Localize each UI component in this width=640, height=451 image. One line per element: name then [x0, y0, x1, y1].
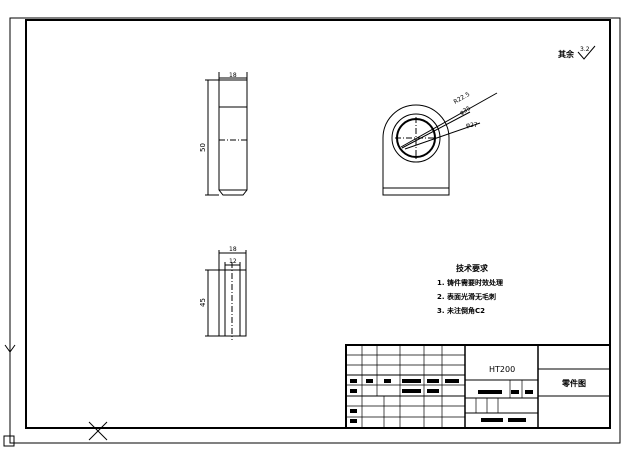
- tech-req-item-3: 3. 未注倒角C2: [437, 306, 485, 315]
- title-block: [345, 344, 611, 429]
- bottom-view: [205, 250, 247, 340]
- technical-requirements: 技术要求 1. 铸件需要时效处理 2. 表面光滑无毛刺 3. 未注倒角C2: [437, 263, 503, 315]
- cursor-cross: [88, 421, 108, 441]
- side-view: [382, 92, 498, 196]
- ucs-icon: [3, 344, 16, 447]
- bottom-dim-outer: 18: [229, 246, 237, 253]
- tech-req-title: 技术要求: [456, 263, 489, 273]
- roughness-symbol: [577, 45, 596, 60]
- tech-req-item-2: 2. 表面光滑无毛刺: [437, 292, 496, 301]
- tech-req-item-1: 1. 铸件需要时效处理: [437, 278, 503, 287]
- outer-frame: [9, 17, 621, 444]
- inner-border: [25, 19, 611, 429]
- bottom-dim-inner: 12: [229, 258, 237, 265]
- side-dim-d2: φ27: [466, 122, 478, 129]
- side-dim-d1: φ35: [459, 105, 473, 117]
- front-dim-width: 18: [229, 72, 237, 79]
- front-view: [205, 72, 248, 196]
- roughness-label: 其余: [558, 49, 575, 59]
- front-dim-height: 50: [199, 143, 207, 152]
- side-dim-r: R22.5: [453, 91, 472, 106]
- title-block-material: HT200: [489, 365, 515, 374]
- title-block-labels: [350, 379, 533, 423]
- roughness-value: 3.2: [580, 46, 590, 53]
- title-block-drawing-name: 零件图: [561, 378, 586, 388]
- bottom-dim-height: 45: [199, 298, 207, 307]
- roughness-note: 其余 3.2: [558, 45, 596, 60]
